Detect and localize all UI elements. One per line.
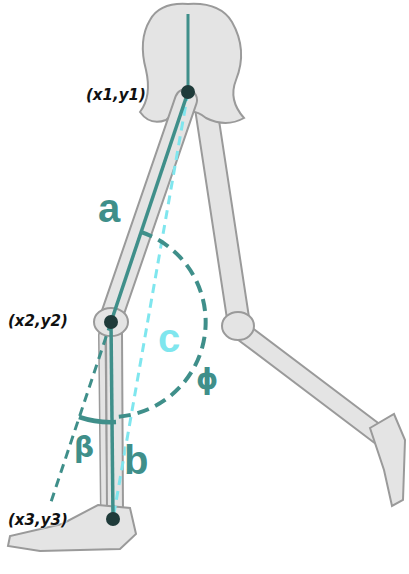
- segment-a: [111, 92, 188, 322]
- angle-beta-arc: [79, 417, 116, 422]
- segment-label: a: [98, 188, 120, 228]
- coordinate-label: (x2,y2): [8, 314, 68, 329]
- ankle-point: [106, 512, 120, 526]
- segment-label: c: [158, 318, 180, 358]
- femur-bone: [206, 108, 238, 318]
- coordinate-label: (x3,y3): [8, 513, 68, 528]
- foot-bones: [370, 414, 405, 506]
- segment-label: b: [124, 440, 148, 480]
- femur-bone: [206, 108, 238, 318]
- foot-bones: [8, 505, 136, 551]
- knee-joint: [222, 312, 254, 340]
- extension-line: [50, 322, 111, 505]
- midline: [187, 14, 190, 92]
- angle-label: ϕ: [196, 366, 218, 394]
- tibia-bone: [240, 330, 383, 438]
- hip-point: [181, 85, 195, 99]
- segment-c: [113, 92, 188, 519]
- angle-phi-arc: [113, 232, 206, 417]
- angle-label: β: [74, 434, 94, 462]
- tibia-bone: [240, 330, 383, 438]
- knee-point: [104, 315, 118, 329]
- coordinate-label: (x1,y1): [86, 88, 146, 103]
